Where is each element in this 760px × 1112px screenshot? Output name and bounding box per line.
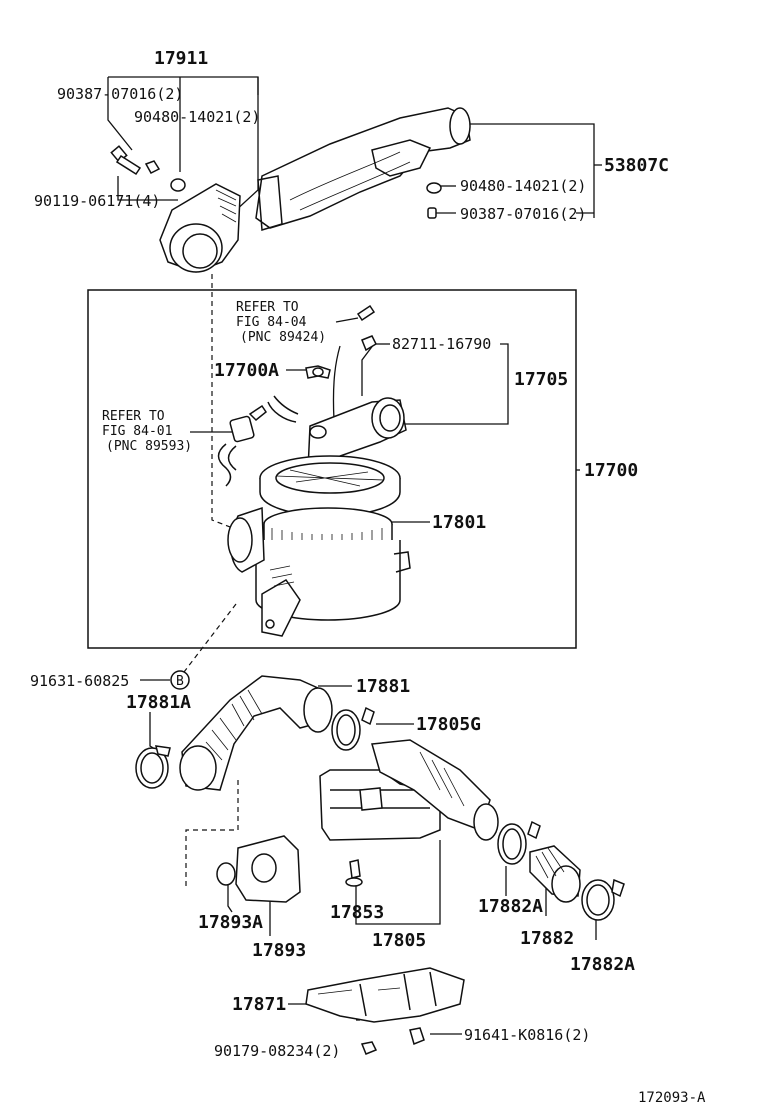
- gasket-17893: [235, 835, 301, 903]
- label-90387-07016-right: 90387-07016(2): [460, 205, 586, 223]
- label-90179-08234: 90179-08234(2): [214, 1042, 340, 1060]
- callout-b-letter: B: [176, 674, 184, 689]
- callout-b: B: [170, 670, 190, 690]
- label-17700: 17700: [584, 460, 638, 481]
- label-91631-60825: 91631-60825: [30, 672, 129, 690]
- grommet-90480-top: [170, 178, 186, 192]
- hose-clamp-17882a-mid: [497, 820, 541, 865]
- label-17881a: 17881A: [126, 692, 191, 713]
- label-17853: 17853: [330, 902, 384, 923]
- text-labels-lower: 91631-60825 17881 17881A 17805G 17853 17…: [30, 672, 706, 1106]
- hose-17882: [529, 845, 581, 903]
- leader-lines-middle: [190, 317, 509, 523]
- vacuum-hoses: [217, 395, 299, 487]
- label-17893a: 17893A: [198, 912, 263, 933]
- air-inlet-connector-17911: [159, 183, 241, 273]
- label-82711-16790: 82711-16790: [392, 335, 491, 353]
- cleaner-cap-17705: [307, 397, 407, 471]
- sensor-82711: [356, 304, 376, 322]
- figure-id: 172093-A: [638, 1090, 706, 1106]
- nut-90179: [360, 1041, 378, 1055]
- hose-clamp-17805g: [331, 706, 375, 751]
- nut-90387-top: [144, 160, 161, 174]
- label-17882a-mid: 17882A: [478, 896, 543, 917]
- label-90387-07016-top: 90387-07016(2): [57, 85, 183, 103]
- label-refer1-line3: (PNC 89424): [240, 330, 326, 345]
- resonator-17805: [319, 739, 499, 841]
- label-17881: 17881: [356, 676, 410, 697]
- inlet-duct-53807c: [255, 107, 471, 231]
- label-90480-14021-right: 90480-14021(2): [460, 177, 586, 195]
- label-17705: 17705: [514, 369, 568, 390]
- label-17805: 17805: [372, 930, 426, 951]
- hose-clamp-17882a-right: [581, 878, 625, 921]
- assembly-line-inlet: [211, 274, 239, 531]
- label-90480-14021-top: 90480-14021(2): [134, 108, 260, 126]
- cleaner-lid: [259, 455, 401, 517]
- bracket-17871: [305, 967, 465, 1023]
- clip-17893a: [216, 862, 236, 886]
- label-17882a-right: 17882A: [570, 954, 635, 975]
- bolt-90119: [110, 145, 142, 176]
- label-17700a: 17700A: [214, 360, 279, 381]
- assembly-line-resonator: [185, 780, 239, 888]
- assembly-line-bracket: [183, 603, 237, 673]
- label-17893: 17893: [252, 940, 306, 961]
- label-53807c: 53807C: [604, 155, 669, 176]
- hose-clamp-17881a: [135, 745, 171, 789]
- clip-82711-16790: [361, 335, 377, 352]
- label-17871: 17871: [232, 994, 286, 1015]
- label-17801: 17801: [432, 512, 486, 533]
- intake-hose-17881: [179, 675, 333, 791]
- label-refer1-line1: REFER TO: [236, 300, 299, 315]
- bolt-17853: [345, 859, 363, 887]
- leader-lines-top: [107, 76, 602, 218]
- cleaner-case: [227, 506, 411, 637]
- wing-nut-17700a: [305, 365, 331, 379]
- bolt-91641: [409, 1027, 425, 1046]
- label-17911: 17911: [154, 48, 208, 69]
- label-refer2-line1: REFER TO: [102, 409, 165, 424]
- label-91641-k0816: 91641-K0816(2): [464, 1026, 590, 1044]
- label-refer2-line3: (PNC 89593): [106, 439, 192, 454]
- label-17882: 17882: [520, 928, 574, 949]
- vsv-valve: [229, 404, 268, 443]
- label-refer1-line2: FIG 84-04: [236, 315, 307, 330]
- label-90119-06171: 90119-06171(4): [34, 192, 160, 210]
- label-17805g: 17805G: [416, 714, 481, 735]
- text-labels-top: 17911 90387-07016(2) 90480-14021(2) 9011…: [34, 48, 669, 223]
- nut-90387-right: [427, 207, 437, 219]
- grommet-90480-right: [426, 182, 442, 194]
- air-cleaner-assy-frame: [87, 289, 577, 649]
- label-refer2-line2: FIG 84-01: [102, 424, 172, 439]
- text-labels-middle: REFER TO FIG 84-04 (PNC 89424) 82711-167…: [102, 300, 638, 533]
